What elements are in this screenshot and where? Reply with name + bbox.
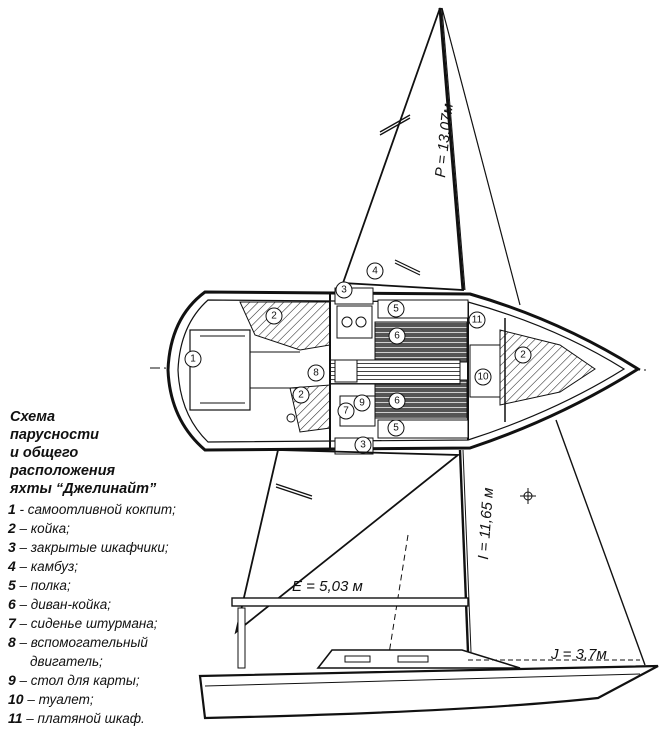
diagram-caption: Схема парусности и общего расположения я… <box>10 408 170 498</box>
legend-item: 4 – камбуз; <box>8 558 79 574</box>
caption-line: и общего <box>10 445 79 461</box>
dimension-I: I = 11,65 м <box>475 487 497 560</box>
legend-list: 1 - самоотливной кокпит; 2 – койка; 3 – … <box>8 500 208 728</box>
legend-item: 3 – закрытые шкафчики; <box>8 539 169 555</box>
marker-6: 6 <box>394 396 400 407</box>
marker-8: 8 <box>313 368 319 379</box>
marker-4: 4 <box>372 266 378 277</box>
legend-item: 7 – сиденье штурмана; <box>8 615 158 631</box>
marker-3: 3 <box>360 440 366 451</box>
dimension-J: J = 3,7м <box>550 646 607 663</box>
marker-11: 11 <box>472 315 483 326</box>
legend-item: 2 – койка; <box>8 520 70 536</box>
marker-2: 2 <box>271 311 277 322</box>
caption-line: яхты “Джелинайт” <box>10 481 157 497</box>
marker-1: 1 <box>190 354 196 365</box>
upper-sail <box>341 7 521 306</box>
legend-item: 11 – платяной шкаф. <box>8 710 145 726</box>
legend-item: 5 – полка; <box>8 577 71 593</box>
dimension-E: E = 5,03 м <box>292 578 363 595</box>
marker-2: 2 <box>298 390 304 401</box>
marker-7: 7 <box>343 406 349 417</box>
marker-5: 5 <box>393 423 399 434</box>
caption-line: парусности <box>10 427 99 443</box>
caption-line: расположения <box>10 463 116 479</box>
marker-2: 2 <box>520 350 526 361</box>
lower-sail <box>198 419 659 720</box>
legend-item: 10 – туалет; <box>8 691 94 707</box>
legend-item: 9 – стол для карты; <box>8 672 140 688</box>
legend-item: 1 - самоотливной кокпит; <box>8 501 176 517</box>
caption-line: Схема <box>10 409 56 425</box>
marker-6: 6 <box>394 331 400 342</box>
legend-item-continued: двигатель; <box>30 654 103 669</box>
legend-item: 8 – вспомогательный <box>8 634 148 650</box>
deck-plan: 1 2 2 2 3 3 4 5 5 6 6 7 8 9 10 11 <box>149 262 649 455</box>
legend-item: 6 – диван-койка; <box>8 596 111 612</box>
marker-10: 10 <box>477 372 489 383</box>
marker-5: 5 <box>393 304 399 315</box>
marker-9: 9 <box>359 398 365 409</box>
marker-3: 3 <box>341 285 347 296</box>
